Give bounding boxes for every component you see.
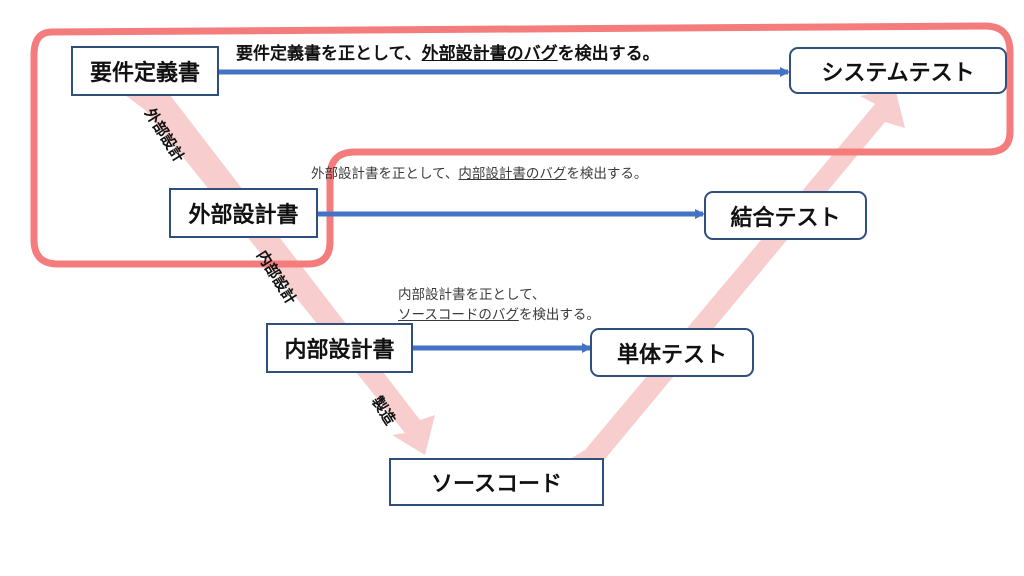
unit-test-note-line2: ソースコードのバグを検出する。 bbox=[398, 305, 600, 325]
test-ascent-band bbox=[560, 88, 905, 465]
external-design-box: 外部設計書 bbox=[169, 188, 318, 238]
system-test-box: システムテスト bbox=[789, 47, 1007, 94]
highlight-outline bbox=[30, 22, 1014, 268]
unit-test-box: 単体テスト bbox=[590, 328, 754, 377]
system-test-note-suffix: を検出する。 bbox=[557, 44, 660, 64]
system-test-note-underlined: 外部設計書のバグ bbox=[421, 44, 558, 64]
system-test-note: 要件定義書を正として、外部設計書のバグを検出する。 bbox=[236, 44, 660, 64]
integration-test-note-suffix: を検出する。 bbox=[566, 166, 648, 182]
integration-test-note-prefix: 外部設計書を正として、 bbox=[311, 166, 459, 182]
requirements-box: 要件定義書 bbox=[71, 46, 219, 96]
integration-test-note: 外部設計書を正として、内部設計書のバグを検出する。 bbox=[311, 164, 647, 184]
integration-test-note-underlined: 内部設計書のバグ bbox=[458, 166, 567, 182]
unit-test-note-underlined: ソースコードのバグ bbox=[398, 307, 519, 323]
internal-design-box: 内部設計書 bbox=[266, 323, 413, 373]
source-code-box: ソースコード bbox=[389, 458, 604, 506]
unit-test-note-line1: 内部設計書を正として、 bbox=[398, 287, 546, 303]
system-test-note-prefix: 要件定義書を正として、 bbox=[236, 44, 422, 64]
unit-test-note-suffix: を検出する。 bbox=[518, 307, 600, 323]
unit-test-note: 内部設計書を正として、 ソースコードのバグを検出する。 bbox=[398, 285, 600, 325]
integration-test-box: 結合テスト bbox=[704, 191, 867, 240]
